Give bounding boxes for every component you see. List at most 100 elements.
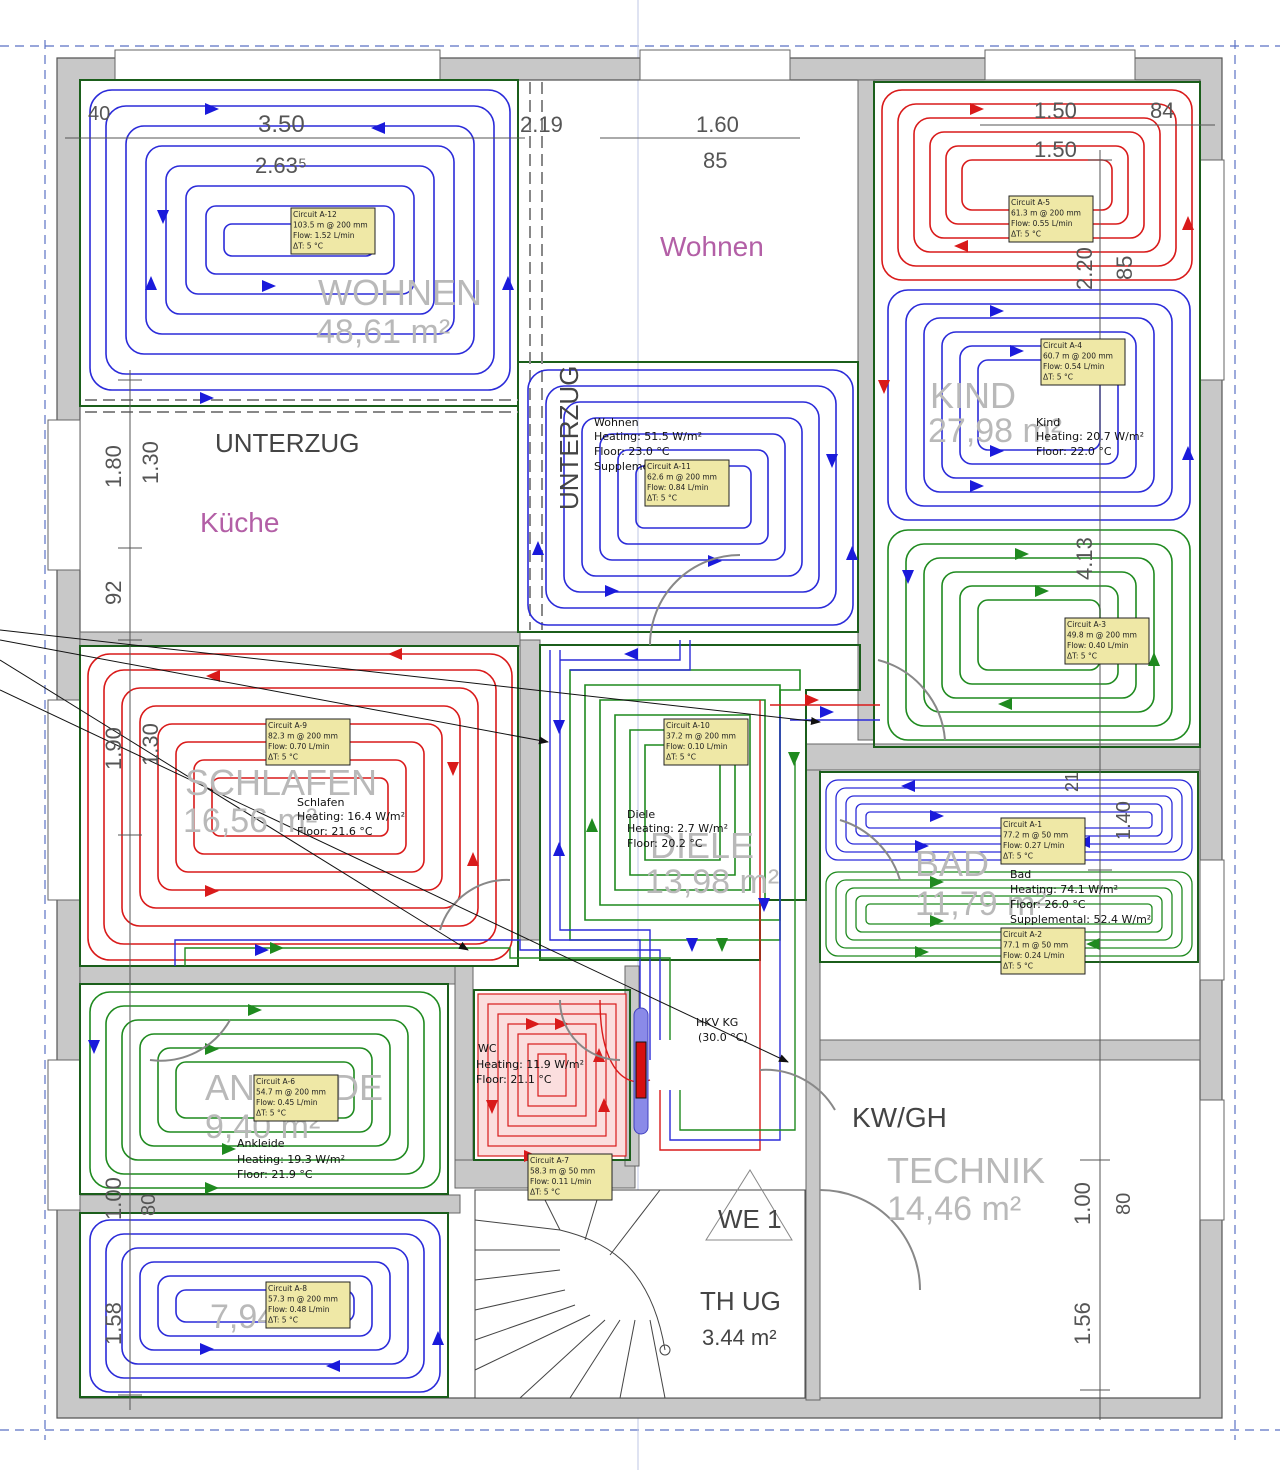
dim-text: 85	[703, 148, 727, 173]
circuit-id: Circuit A-11	[647, 462, 691, 471]
circuit-dt: ΔT: 5 °C	[647, 494, 677, 503]
circuit-id: Circuit A-2	[1003, 930, 1042, 939]
circuit-dt: ΔT: 5 °C	[256, 1109, 286, 1118]
circuit-dt: ΔT: 5 °C	[293, 242, 323, 251]
info-line: Heating: 16.4 W/m²	[297, 810, 405, 823]
room-area-wohnen: 48,61 m²	[316, 313, 450, 351]
pipes-schlafen	[87, 653, 513, 961]
circuit-flow: Flow: 0.84 L/min	[647, 483, 709, 492]
info-line: Floor: 21.6 °C	[297, 825, 373, 838]
info-line: Floor: 20.2 °C	[627, 837, 703, 850]
dim-text: 1.00	[101, 1177, 126, 1220]
info-line: Schlafen	[297, 796, 344, 809]
circuit-flow: Flow: 0.45 L/min	[256, 1098, 318, 1107]
room-label-wohnen: Wohnen	[660, 231, 764, 262]
room-area-schlafen: 16,56 m²	[183, 802, 317, 840]
unterzug-label-vertical: UNTERZUG	[554, 366, 584, 510]
room-name-thug: TH UG	[700, 1286, 781, 1316]
circuit-dt: ΔT: 5 °C	[666, 753, 696, 762]
dim-text: 21	[1062, 772, 1082, 792]
circuit-dt: ΔT: 5 °C	[1003, 852, 1033, 861]
dim-text: 1.90	[101, 727, 126, 770]
circuit-box-bg	[1000, 927, 1086, 975]
info-line: Heating: 19.3 W/m²	[237, 1153, 345, 1166]
circuit-box-bg	[527, 1153, 613, 1201]
dim-text: 1.80	[101, 445, 126, 488]
circuit-flow: Flow: 0.11 L/min	[530, 1177, 592, 1186]
circuit-len: 62.6 m @ 200 mm	[647, 473, 717, 482]
info-line: Heating: 51.5 W/m²	[594, 430, 702, 443]
circuit-id: Circuit A-5	[1011, 198, 1050, 207]
info-line: Wohnen	[594, 416, 639, 429]
room-area-bad: 11,79 m²	[915, 885, 1047, 923]
leader-lines	[0, 629, 821, 1063]
dim-text: 1.50	[1034, 137, 1077, 162]
dim-text: 1.30	[138, 723, 163, 766]
circuit-box-bg	[1040, 338, 1126, 386]
circuit-len: 58.3 m @ 50 mm	[530, 1167, 595, 1176]
room-area-kind: 27,98 m²	[928, 412, 1062, 450]
room-info-ankleide: Ankleide Heating: 19.3 W/m² Floor: 21.9 …	[237, 1137, 345, 1181]
info-line: Suppleme...	[594, 460, 660, 473]
circuit-flow: Flow: 0.10 L/min	[666, 742, 728, 751]
info-line: Floor: 22.0 °C	[1036, 445, 1112, 458]
info-line: Ankleide	[237, 1137, 285, 1150]
circuit-len: 54.7 m @ 200 mm	[256, 1088, 326, 1097]
info-line: Floor: 23.0 °C	[594, 445, 670, 458]
circuit-box-bg	[265, 718, 351, 766]
circuit-id: Circuit A-9	[268, 721, 307, 730]
pipes-wohnen	[89, 89, 511, 391]
unterzug-lines	[85, 82, 543, 630]
dim-text: 2.63⁵	[255, 153, 307, 178]
dim-text: 1.50	[1034, 98, 1077, 123]
room-area-technik: 14,46 m²	[887, 1190, 1021, 1228]
dim-text: 80	[138, 1194, 160, 1216]
circuit-flow: Flow: 0.54 L/min	[1043, 362, 1105, 371]
dim-text: 1.60	[696, 112, 739, 137]
circuit-dt: ΔT: 5 °C	[1003, 962, 1033, 971]
room-area-thug: 3.44 m²	[702, 1325, 777, 1350]
dim-text: 40	[88, 103, 110, 125]
info-line: Floor: 26.0 °C	[1010, 898, 1086, 911]
circuit-len: 103.5 m @ 200 mm	[293, 221, 368, 230]
room-info-bad: Bad Heating: 74.1 W/m² Floor: 26.0 °C Su…	[1010, 868, 1151, 926]
circuit-flow: Flow: 0.55 L/min	[1011, 219, 1073, 228]
guide-lines	[0, 40, 1280, 1440]
info-line: WC	[478, 1042, 497, 1055]
manifold-label: HKV KG	[696, 1016, 738, 1029]
feed-lines	[174, 640, 880, 1151]
pipes-wohnen-small	[527, 369, 854, 626]
info-line: Heating: 20.7 W/m²	[1036, 430, 1144, 443]
circuit-dt: ΔT: 5 °C	[1043, 373, 1073, 382]
info-line: Diele	[627, 808, 655, 821]
circuit-flow: Flow: 1.52 L/min	[293, 231, 355, 240]
pipes-ankleide	[89, 991, 441, 1189]
room-name-diele: DIELE	[650, 825, 754, 866]
flow-arrows	[88, 103, 1194, 1372]
circuit-flow: Flow: 0.27 L/min	[1003, 841, 1065, 850]
circuit-len: 49.8 m @ 200 mm	[1067, 631, 1137, 640]
dim-text: 85	[1112, 256, 1137, 280]
circuit-dt: ΔT: 5 °C	[1067, 652, 1097, 661]
circuit-id: Circuit A-4	[1043, 341, 1082, 350]
room-name-kind: KIND	[930, 375, 1016, 416]
circuit-box-bg	[265, 1281, 351, 1329]
dim-text: 80	[1113, 1193, 1135, 1215]
manifold-temp: (30.0 °C)	[698, 1031, 748, 1044]
circuit-box-bg	[1000, 817, 1086, 865]
circuit-dt: ΔT: 5 °C	[268, 753, 298, 762]
circuit-flow: Flow: 0.70 L/min	[268, 742, 330, 751]
room-info-schlafen: Schlafen Heating: 16.4 W/m² Floor: 21.6 …	[297, 796, 405, 838]
circuit-len: 37.2 m @ 200 mm	[666, 732, 736, 741]
room-name-technik: TECHNIK	[887, 1150, 1045, 1191]
